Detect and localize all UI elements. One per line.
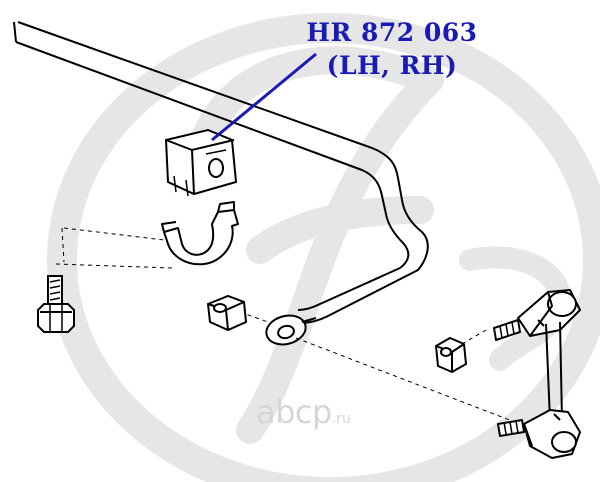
watermark-site-tld: .ru [331,411,351,427]
watermark-site-main: abcp [256,393,332,431]
mounting-bolt [37,275,75,333]
stabilizer-link [493,289,581,459]
part-number-label: HR 872 063 (LH, RH) [292,16,492,82]
link-nut-right [434,336,468,374]
stabilizer-bushing [164,128,238,197]
assembly-dash-lines [55,227,521,425]
callout-leader-line [211,52,317,142]
bushing-bracket [161,201,239,266]
part-number: HR 872 063 [306,18,478,47]
bar-end-eye [265,314,317,346]
part-side: (LH, RH) [326,51,458,80]
link-nut-middle [206,294,248,332]
stabilizer-bar [13,21,429,324]
watermark-site-text: abcp.ru [256,393,351,431]
